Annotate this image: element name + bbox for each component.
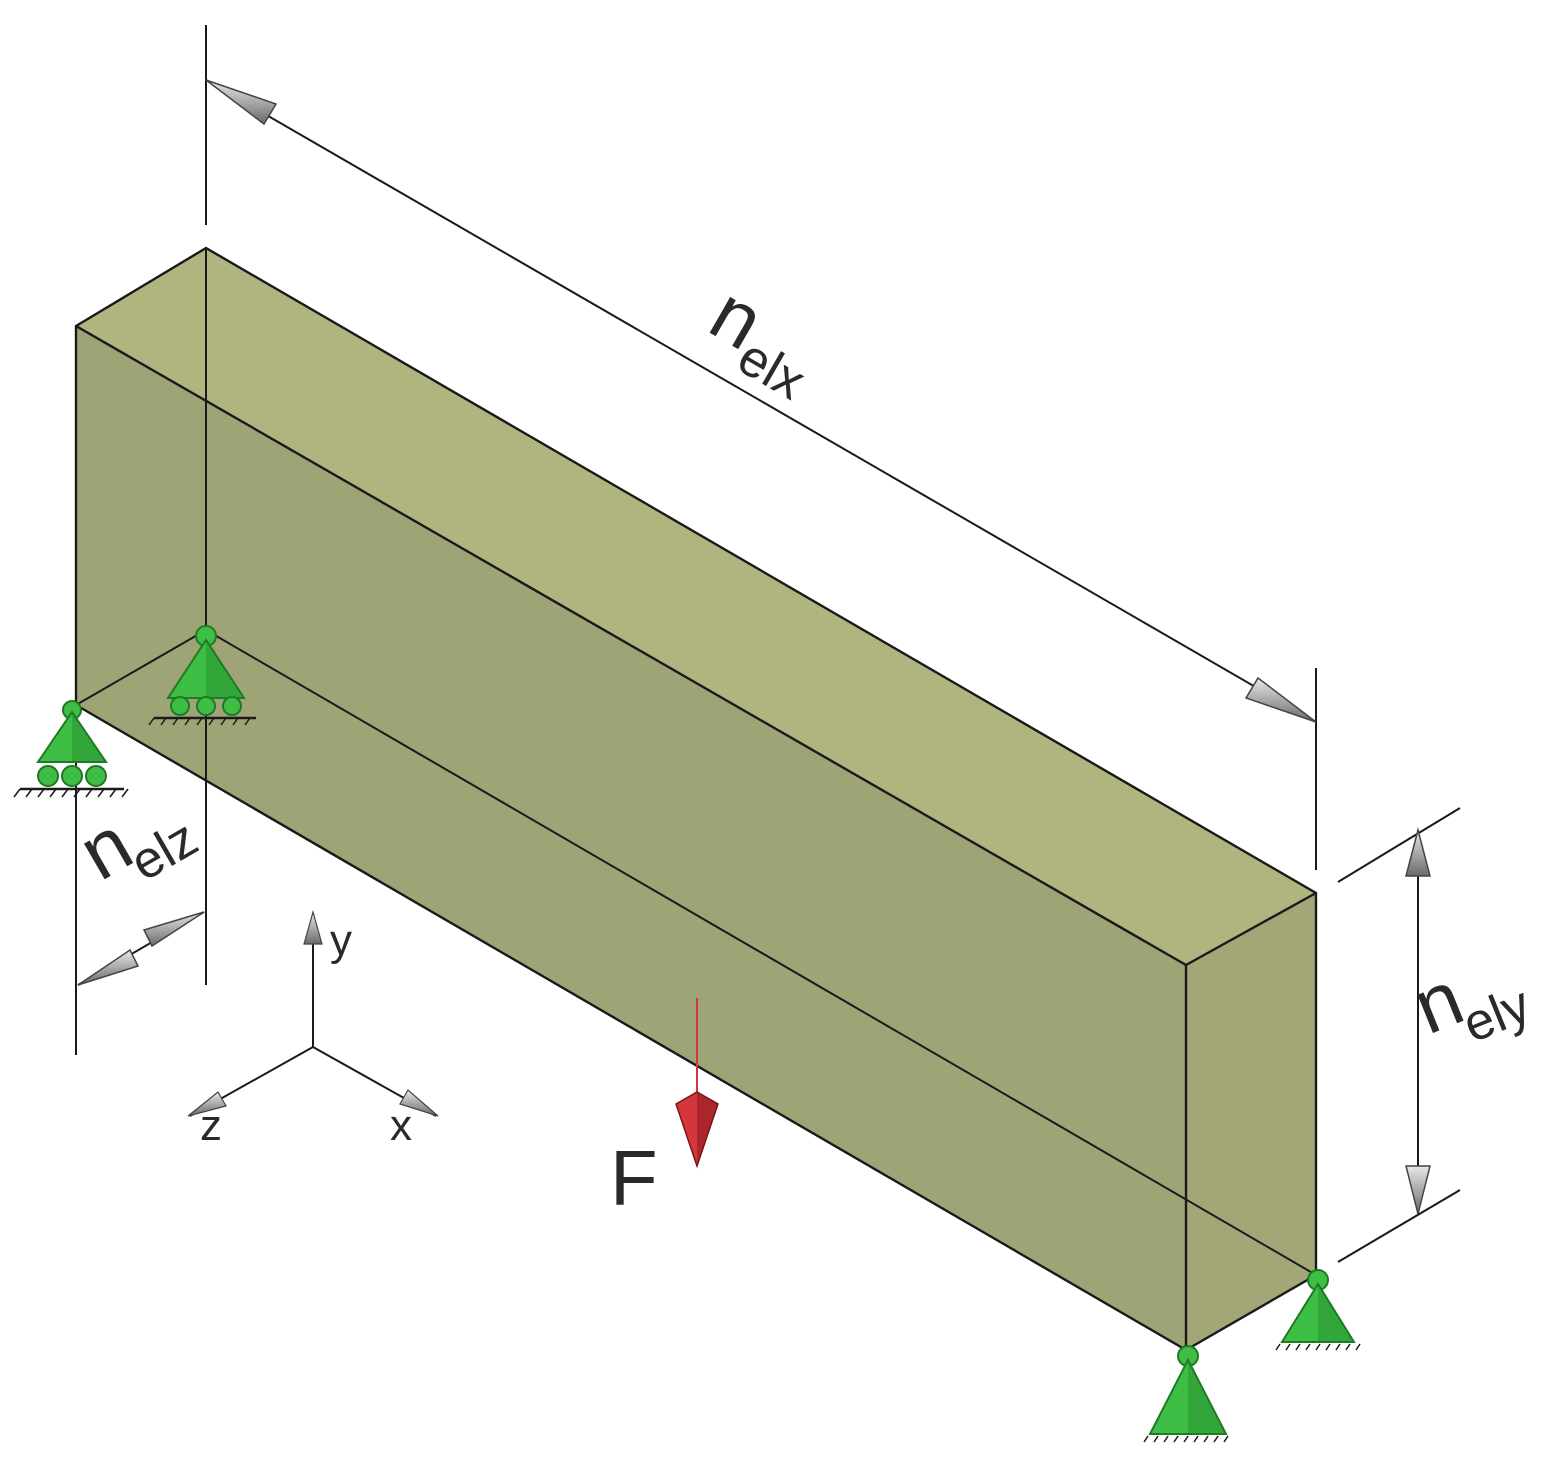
axis-z-label: z [200,1101,222,1150]
arrow-head-length-start [205,79,278,126]
roller-icon [85,765,107,787]
arrow-head-height-bottom [1405,1165,1431,1215]
beam-box [74,246,1318,1352]
arrow-head-depth-left [77,948,140,986]
support-triangle-icon [1280,1282,1356,1343]
arrow-head-length-end [1244,676,1317,723]
beam-hidden-edge-depth [75,629,207,706]
axis-y-arrow [303,909,323,945]
axis-z-arrow [187,1091,227,1117]
support-triangle-icon [36,710,108,763]
beam-edge-top-front [75,324,1187,967]
label-height-sub: ely [1455,975,1538,1054]
support-left-front [13,700,129,798]
support-left-back [148,625,256,726]
arrow-head-depth-right [142,911,205,948]
roller-icon [222,696,242,716]
roller-icon [196,696,216,716]
roller-icon [170,696,190,716]
roller-icon [37,765,59,787]
support-triangle-icon [1148,1357,1228,1435]
beam-end-face [1186,893,1316,1350]
label-length: n elx [697,269,815,412]
axis-x-label: x [390,1101,412,1150]
support-right-back [1275,1269,1361,1351]
axis-y-label: y [330,916,352,965]
force-label: F [610,1134,658,1222]
dimension-line-length [205,79,1317,723]
roller-icon [61,765,83,787]
force-arrow-shade [697,1092,718,1166]
coordinate-axes: y z x [187,909,439,1150]
arrow-head-height-top [1405,827,1431,877]
axis-x-arrow [399,1089,439,1117]
load-force: F [610,998,719,1222]
label-height: n ely [1401,953,1538,1054]
extension-line-bottom [1337,1189,1461,1263]
beam-top-face [76,248,1316,965]
beam-front-face [76,326,1186,1350]
extension-line-top [1337,807,1461,883]
beam-edge-top-end [1185,891,1317,967]
force-arrow-icon [675,1091,719,1169]
beam-hidden-edge-bottom [205,629,1317,1276]
dimension-height: n ely [1337,807,1538,1263]
support-right-front [1143,1345,1229,1443]
